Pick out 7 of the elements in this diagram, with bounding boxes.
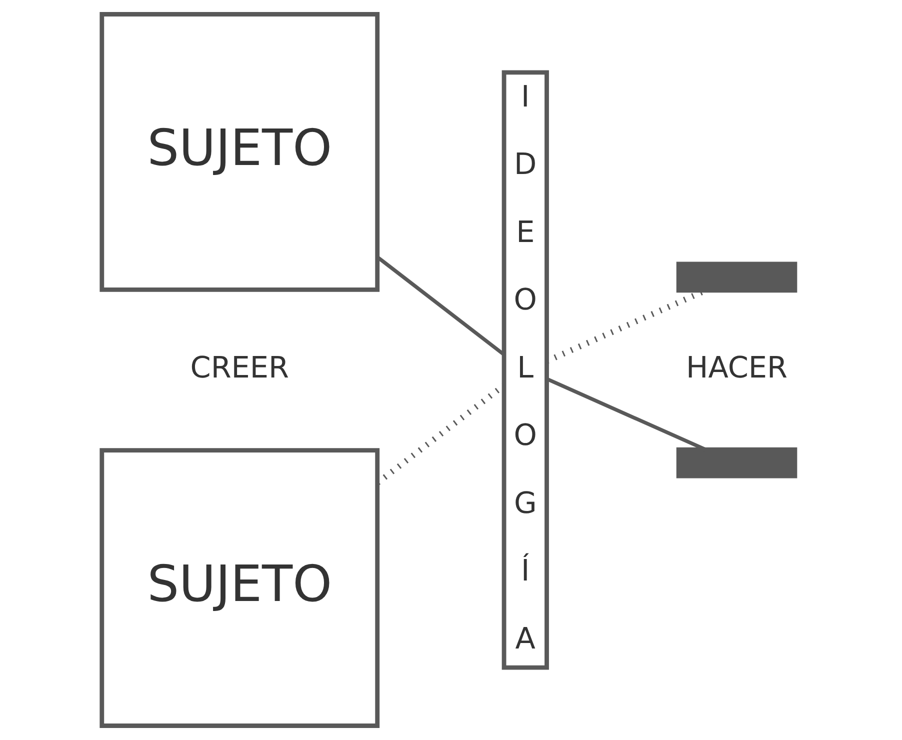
node-box: SUJETO [100, 448, 380, 728]
node-box: SUJETO [100, 12, 380, 292]
node-box: IDEOLOGÍA [502, 70, 549, 670]
node-bar [676, 262, 798, 293]
label: HACER [686, 350, 788, 384]
label: CREER [190, 350, 289, 384]
node-bar [676, 447, 798, 478]
